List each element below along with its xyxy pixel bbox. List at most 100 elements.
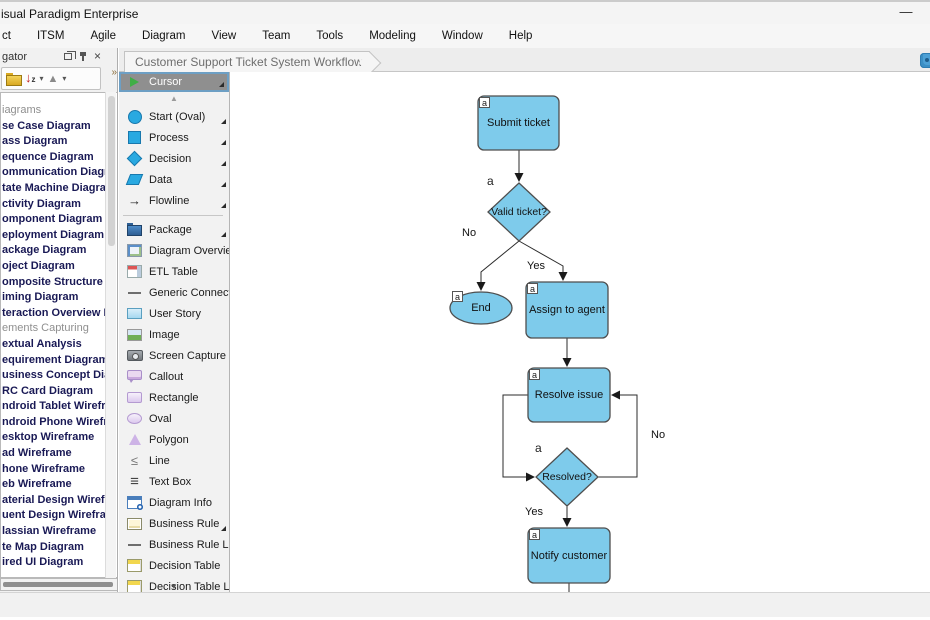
menu-item-ct[interactable]: ct (2, 30, 11, 42)
resolved-node[interactable] (535, 447, 599, 507)
tree-item[interactable]: eb Wireframe (2, 478, 72, 491)
tree-item[interactable]: eployment Diagram (2, 228, 105, 241)
tree-item[interactable]: ommunication Diagram (2, 166, 105, 179)
palette-item-user-story[interactable]: User Story (119, 303, 229, 324)
tree-item[interactable]: ndroid Phone Wireframe (2, 415, 105, 428)
tree-item[interactable]: ad Wireframe (2, 447, 72, 460)
tree-item[interactable]: se Case Diagram (2, 119, 91, 132)
menu-item-diagram[interactable]: Diagram (142, 30, 186, 42)
tree-item[interactable]: extual Analysis (2, 337, 82, 350)
palette-item-business-rule-link[interactable]: Business Rule Link (119, 534, 229, 555)
flowline-resolved-resolve[interactable] (598, 390, 638, 478)
palette-item-flowline[interactable]: Flowline (119, 190, 229, 211)
menu-item-team[interactable]: Team (262, 30, 291, 42)
diagram-info-icon (126, 495, 143, 510)
palette-item-business-rule[interactable]: Business Rule (119, 513, 229, 534)
flowline-resolve-resolved[interactable] (502, 394, 535, 482)
tree-item[interactable]: ass Diagram (2, 135, 68, 148)
palette-item-line[interactable]: Line (119, 450, 229, 471)
tree-item[interactable]: ndroid Tablet Wireframe (2, 400, 105, 413)
end-node[interactable] (449, 291, 513, 325)
pin-icon[interactable] (79, 51, 87, 61)
palette-scroll-up-icon[interactable]: ▲ (170, 94, 178, 103)
open-folder-icon[interactable] (6, 72, 22, 86)
menu-item-view[interactable]: View (211, 30, 237, 42)
palette-item-cursor[interactable]: Cursor (119, 72, 229, 92)
palette-item-diagram-overview[interactable]: Diagram Overview (119, 240, 229, 261)
gear-icon[interactable] (920, 53, 930, 68)
tree-item[interactable]: tate Machine Diagram (2, 181, 105, 194)
flowline-valid-end[interactable] (476, 240, 520, 291)
palette-item-decision-table[interactable]: Decision Table (119, 555, 229, 576)
assign-to-agent-label: Assign to agent (529, 304, 605, 316)
tab-customer-support-workflow[interactable]: Customer Support Ticket System Workflow (124, 51, 370, 72)
menu-bar: ct ITSM Agile Diagram View Team Tools Modeling W… (0, 24, 930, 48)
menu-item-window[interactable]: Window (441, 30, 483, 42)
palette-item-package[interactable]: Package (119, 219, 229, 240)
submit-ticket-node[interactable] (477, 95, 560, 151)
tree-item[interactable]: lassian Wireframe (2, 525, 97, 538)
submenu-corner-icon (221, 526, 226, 531)
tree-item[interactable]: teraction Overview Diagram (2, 306, 105, 319)
palette-item-data[interactable]: Data (119, 169, 229, 190)
palette-item-rectangle[interactable]: Rectangle (119, 387, 229, 408)
palette-item-polygon[interactable]: Polygon (119, 429, 229, 450)
tree-item[interactable]: RC Card Diagram (2, 384, 94, 397)
tree-item[interactable]: ired UI Diagram (2, 556, 84, 569)
palette-item-generic-connector[interactable]: Generic Connector (119, 282, 229, 303)
menu-item-agile[interactable]: Agile (90, 30, 117, 42)
toolbar-overflow-icon[interactable]: » (111, 67, 116, 78)
palette-item-decision-table-link[interactable]: Decision Table Link (119, 576, 229, 593)
tree-item[interactable]: esktop Wireframe (2, 431, 95, 444)
palette-item-oval[interactable]: Oval (119, 408, 229, 429)
window-title: isual Paradigm Enterprise (1, 7, 139, 21)
tree-vertical-scrollbar[interactable] (105, 92, 116, 578)
close-icon[interactable]: × (93, 49, 101, 63)
menu-item-tools[interactable]: Tools (316, 30, 344, 42)
tree-item[interactable]: aterial Design Wireframe (2, 493, 105, 506)
tree-item[interactable]: ackage Diagram (2, 244, 87, 257)
tree-item[interactable]: ements Capturing (2, 322, 89, 335)
valid-ticket-node[interactable] (487, 182, 551, 242)
palette-item-etl-table[interactable]: ETL Table (119, 261, 229, 282)
palette-item-screen-capture[interactable]: Screen Capture (119, 345, 229, 366)
menu-item-help[interactable]: Help (508, 30, 533, 42)
palette-item-label: User Story (149, 307, 201, 320)
tree-item[interactable]: omposite Structure Diagram (2, 275, 105, 288)
tree-item[interactable]: usiness Concept Diagram (2, 369, 105, 382)
scrollbar-thumb[interactable] (3, 582, 113, 587)
collapse-all-icon[interactable]: ▲ (47, 72, 59, 85)
tree-horizontal-scrollbar[interactable] (0, 578, 117, 591)
palette-item-image[interactable]: Image (119, 324, 229, 345)
tree-item[interactable]: iming Diagram (2, 291, 79, 304)
assign-to-agent-node[interactable] (525, 281, 609, 339)
tree-item[interactable]: equence Diagram (2, 150, 94, 163)
palette-item-decision[interactable]: Decision (119, 148, 229, 169)
resolve-issue-node[interactable] (527, 367, 611, 423)
palette-item-process[interactable]: Process (119, 127, 229, 148)
menu-item-itsm[interactable]: ITSM (36, 30, 65, 42)
tree-item[interactable]: equirement Diagram (2, 353, 105, 366)
status-bar (0, 592, 930, 617)
collapse-dropdown-icon[interactable]: ▾ (62, 74, 67, 83)
menu-item-modeling[interactable]: Modeling (369, 30, 416, 42)
restore-panel-icon[interactable] (63, 50, 76, 60)
tree-item[interactable]: iagrams (2, 104, 42, 116)
tree-item[interactable]: hone Wireframe (2, 462, 86, 475)
tree-item[interactable]: oject Diagram (2, 259, 75, 272)
sort-icon[interactable]: ↓z (25, 69, 36, 85)
tree-item[interactable]: ctivity Diagram (2, 197, 81, 210)
palette-item-text-box[interactable]: Text Box (119, 471, 229, 492)
minimize-button[interactable]: — (899, 4, 913, 19)
flowline-valid-assign[interactable] (518, 240, 568, 281)
palette-item-callout[interactable]: Callout (119, 366, 229, 387)
sort-dropdown-icon[interactable]: ▾ (39, 74, 44, 83)
palette-scroll-down-icon[interactable]: ▼ (170, 582, 178, 591)
palette-item-diagram-info[interactable]: Diagram Info (119, 492, 229, 513)
tree-item[interactable]: omponent Diagram (2, 213, 103, 226)
scrollbar-thumb[interactable] (108, 96, 115, 246)
palette-item-start-oval-[interactable]: Start (Oval) (119, 106, 229, 127)
tree-item[interactable]: uent Design Wireframe (2, 509, 105, 522)
notify-customer-node[interactable] (527, 527, 611, 584)
tree-item[interactable]: te Map Diagram (2, 540, 84, 553)
